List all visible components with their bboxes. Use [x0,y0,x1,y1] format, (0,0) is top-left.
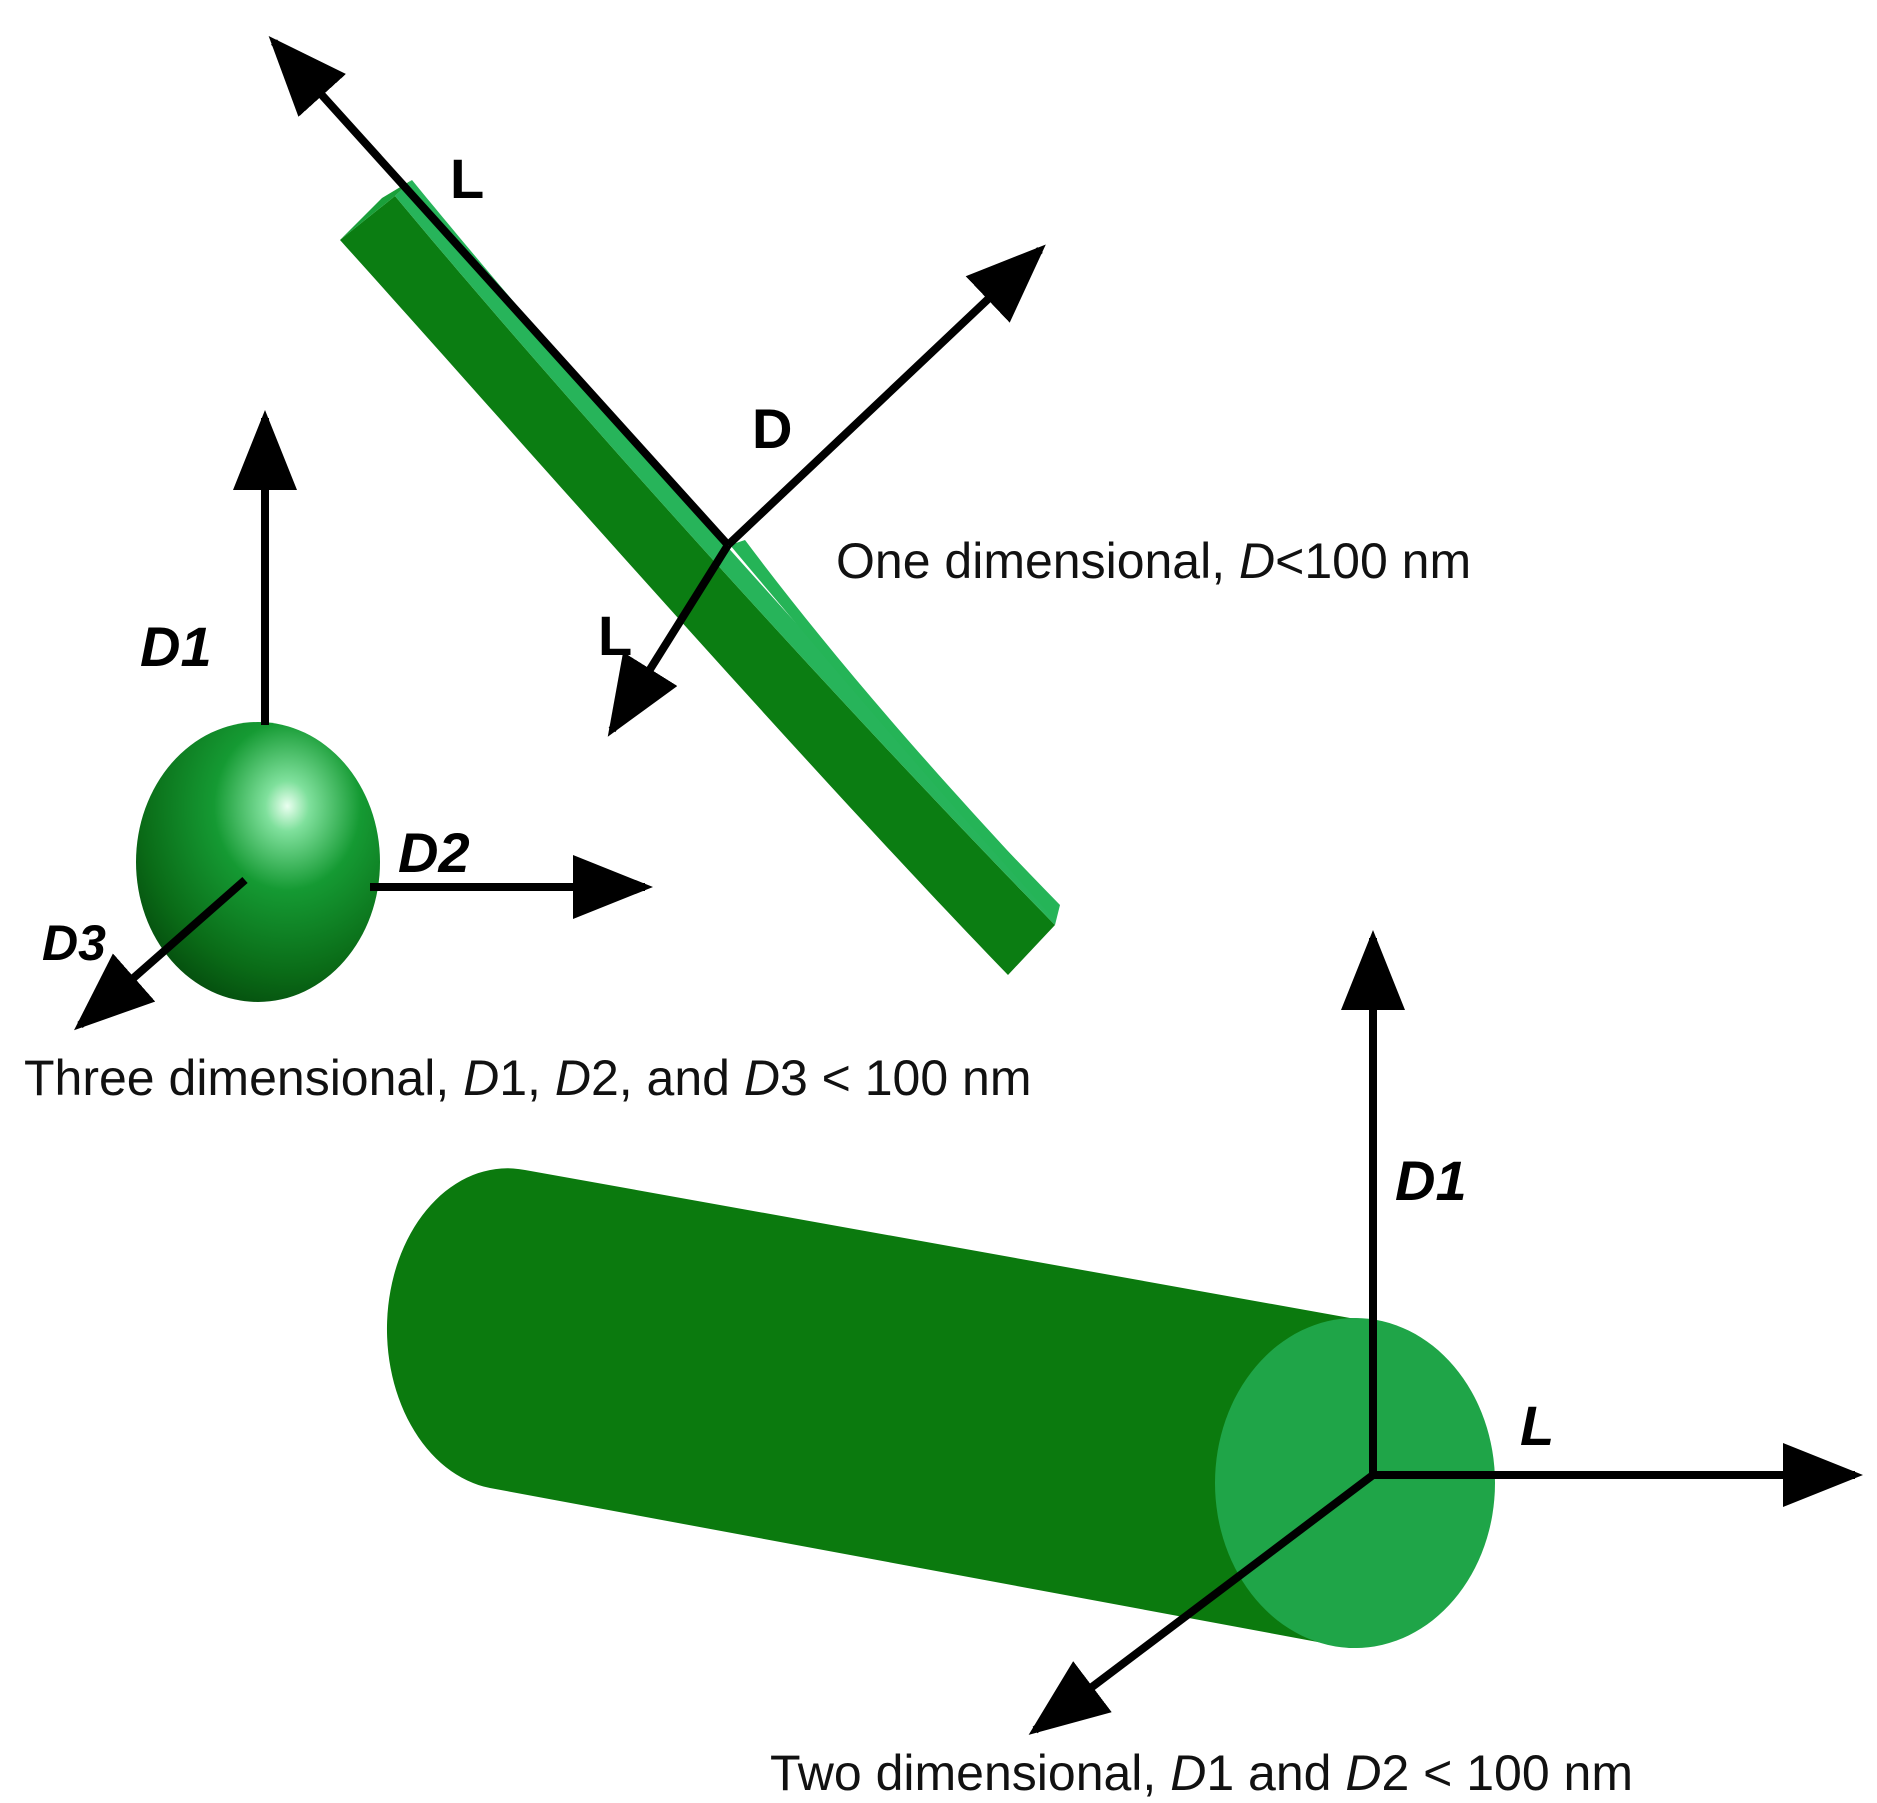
sphere-label-d2: D2 [398,821,470,884]
sphere-label-d3: D3 [42,915,106,971]
disk-side-face [340,196,1055,975]
sphere-axis-d3-arrow [73,876,248,1031]
disk-axis-l-lower-arrow [607,542,732,737]
cylinder-label-l: L [1520,1394,1554,1457]
cylinder-label-d1: D1 [1395,1149,1467,1212]
sphere-shape [136,722,380,1002]
disk-axis-d-arrow [725,244,1046,548]
cylinder-shape [386,1168,1495,1648]
disk-face-right-lower [730,540,1058,920]
disk-axis-l-upper-arrow [268,36,731,548]
cylinder-end-cap [1215,1318,1495,1648]
sphere-caption: Three dimensional, D1, D2, and D3 < 100 … [24,1050,1032,1106]
disk-label-l-bottom: L [598,604,632,667]
disk-label-l-top: L [450,147,484,210]
cylinder-body [386,1168,1490,1648]
cylinder-axis-d2-arrow [1028,1471,1376,1735]
disk-caption: One dimensional, D<100 nm [836,533,1471,589]
disk-bottom-rim [340,180,412,240]
sphere-label-d1: D1 [140,615,212,678]
disk-label-d: D [752,397,792,460]
cylinder-caption: Two dimensional, D1 and D2 < 100 nm [770,1745,1633,1801]
